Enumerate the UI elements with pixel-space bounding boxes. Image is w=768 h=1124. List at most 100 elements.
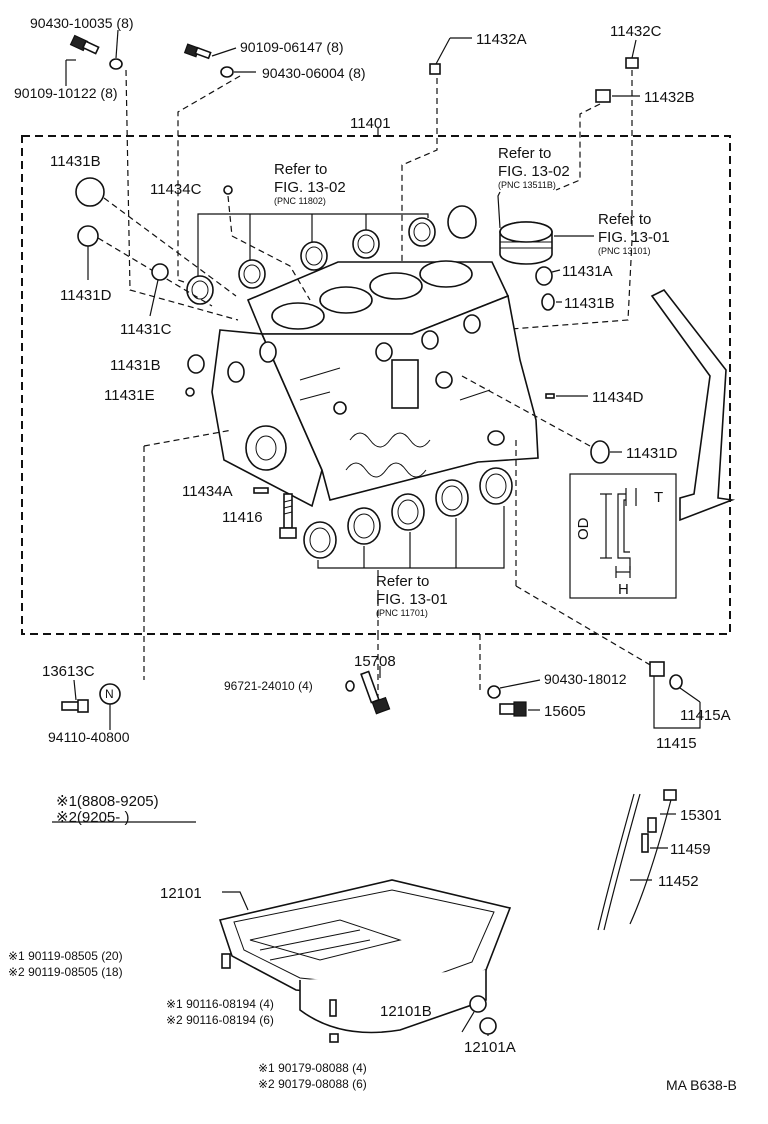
washer-90430-06004: [220, 66, 234, 78]
label-t: T: [654, 489, 663, 506]
washer-90430-18012: [487, 685, 501, 699]
label-stud-1: ※1 90116-08194 (4): [166, 997, 274, 1011]
camshaft-bearings-upper: [186, 217, 436, 305]
stud-90116-08194: [329, 999, 337, 1017]
ref-fig1302-piston-pnc: (PNC 13511B): [498, 180, 556, 190]
drain-cock-11415: [649, 661, 683, 690]
label-11431A: 11431A: [562, 263, 613, 280]
drain-plug-12101A: [479, 1017, 497, 1035]
ref-fig1301-ring-l2: FIG. 13-01: [598, 229, 670, 246]
label-96721-24010: 96721-24010 (4): [224, 679, 313, 693]
bolt-15708: [360, 670, 391, 715]
plug-11434C: [223, 185, 233, 195]
label-15301: 15301: [680, 807, 722, 824]
label-90430-18012: 90430-18012: [544, 671, 627, 687]
pin-13613C: [61, 699, 89, 713]
nut-90179-08088: [329, 1033, 339, 1043]
crankshaft-bearings-lower: [303, 467, 513, 559]
plug-11432A: [429, 63, 441, 75]
label-h: H: [618, 581, 629, 598]
ref-fig1301-ring-l1: Refer to: [598, 211, 651, 228]
footer-code: MA B638-B: [666, 1077, 737, 1093]
label-90430-10035: 90430-10035 (8): [30, 15, 134, 31]
label-90430-06004: 90430-06004 (8): [262, 65, 366, 81]
washer-90430-10035: [109, 58, 123, 70]
legend-line-2: ※2(9205- ): [56, 809, 129, 826]
assembly-boundary: [21, 135, 731, 635]
label-pan-bolt-2: ※2 90119-08505 (18): [8, 965, 123, 979]
label-11401: 11401: [350, 115, 391, 132]
label-11431C: 11431C: [120, 321, 172, 338]
label-11431D-right: 11431D: [626, 445, 678, 462]
label-90109-10122: 90109-10122 (8): [14, 85, 118, 101]
label-nut-2: ※2 90179-08088 (6): [258, 1077, 367, 1091]
gasket-12101B: [469, 995, 487, 1013]
label-11432A: 11432A: [476, 31, 527, 48]
plug-11431E: [185, 387, 195, 397]
bearing-dimension-detail: [569, 473, 677, 599]
ref-fig1302-piston-l1: Refer to: [498, 145, 551, 162]
plug-11434D: [545, 393, 555, 399]
plug-11432C: [625, 57, 639, 69]
ref-fig1302-bearing-pnc: (PNC 11802): [274, 196, 326, 206]
label-12101A: 12101A: [464, 1039, 516, 1056]
label-stud-2: ※2 90116-08194 (6): [166, 1013, 274, 1027]
label-nut-1: ※1 90179-08088 (4): [258, 1061, 367, 1075]
label-12101: 12101: [160, 885, 202, 902]
label-11434C: 11434C: [150, 181, 202, 198]
label-11415A: 11415A: [680, 707, 731, 724]
ref-fig1301-main-pnc: (PNC 11701): [376, 608, 428, 618]
label-11416: 11416: [222, 509, 263, 526]
ref-fig1301-main-l2: FIG. 13-01: [376, 591, 448, 608]
ref-fig1302-bearing-l1: Refer to: [274, 161, 327, 178]
cap-piston-ref: [447, 205, 477, 239]
dipstick-11452: [597, 789, 677, 931]
label-15708: 15708: [354, 653, 396, 670]
main-bearing-cap-bolt-11416: [279, 493, 297, 539]
plug-11431D-left: [77, 225, 99, 247]
washer-96721-24010: [345, 680, 355, 692]
label-11431E: 11431E: [104, 387, 155, 404]
label-13613C: 13613C: [42, 663, 95, 680]
plug-11431A: [535, 266, 553, 286]
label-pan-bolt-1: ※1 90119-08505 (20): [8, 949, 123, 963]
ref-fig1301-ring-pnc: (PNC 13101): [598, 246, 651, 256]
plug-11434A: [253, 487, 269, 494]
label-11432B: 11432B: [644, 89, 695, 106]
label-11431B-top: 11431B: [50, 153, 101, 170]
label-11432C: 11432C: [610, 23, 662, 40]
plug-11432B: [595, 89, 611, 103]
ref-fig1301-main-l1: Refer to: [376, 573, 429, 590]
label-11434D: 11434D: [592, 389, 644, 406]
label-11459: 11459: [670, 841, 711, 858]
label-15605: 15605: [544, 703, 586, 720]
label-90109-06147: 90109-06147 (8): [240, 39, 344, 55]
plug-11431D-right: [590, 440, 610, 464]
cylinder-block-11401: [211, 260, 539, 508]
ref-fig1302-bearing-l2: FIG. 13-02: [274, 179, 346, 196]
label-11415: 11415: [656, 735, 697, 752]
bolt-90119-08505: [221, 953, 231, 969]
legend-line-1: ※1(8808-9205): [56, 793, 159, 810]
plug-11431B-top: [75, 177, 105, 207]
label-11431B-mid: 11431B: [110, 357, 161, 374]
oil-pan-12101: [218, 879, 512, 1034]
detail-arrow: [650, 288, 736, 522]
label-11431B-right: 11431B: [564, 295, 615, 312]
label-12101B: 12101B: [380, 1003, 432, 1020]
plug-11431B-right: [541, 293, 555, 311]
ref-fig1302-piston-l2: FIG. 13-02: [498, 163, 570, 180]
label-94110-40800: 94110-40800: [48, 729, 130, 745]
label-od: OD: [575, 517, 592, 540]
label-11452: 11452: [658, 873, 699, 890]
label-11431D-left: 11431D: [60, 287, 112, 304]
label-11434A: 11434A: [182, 483, 233, 500]
plug-11431C: [151, 263, 169, 281]
piston-ref: [499, 221, 553, 265]
plug-11431B-mid: [187, 354, 205, 374]
neutral-mark: N: [105, 687, 114, 701]
bolt-90109-10122: [69, 34, 100, 55]
plug-15605: [499, 701, 527, 717]
